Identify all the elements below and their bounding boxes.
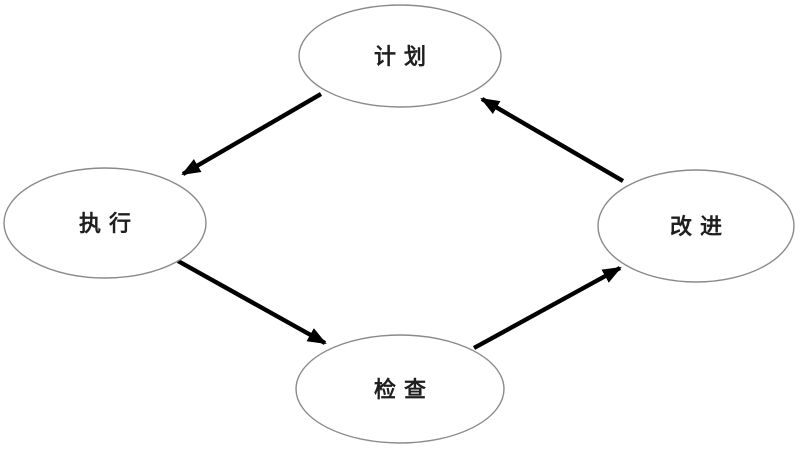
edge-check-to-act: [472, 266, 622, 350]
node-act-shape: [597, 169, 795, 283]
node-plan-label: 计划: [374, 44, 434, 69]
arrow-plan-to-do: [181, 92, 323, 176]
edge-do-to-check: [176, 259, 327, 345]
node-do: 执行: [3, 167, 207, 279]
node-check-label: 检查: [374, 377, 434, 402]
node-act: 改进: [597, 169, 795, 283]
arrow-check-to-act: [472, 266, 622, 350]
node-act-label: 改进: [670, 214, 730, 239]
node-plan: 计划: [298, 4, 502, 108]
node-check: 检查: [295, 334, 505, 444]
arrow-do-to-check: [176, 259, 327, 345]
node-do-label: 执行: [79, 211, 139, 236]
node-plan-shape: [298, 4, 502, 108]
arrow-act-to-plan: [480, 97, 625, 183]
edge-plan-to-do: [181, 92, 323, 176]
edge-act-to-plan: [480, 97, 625, 183]
node-do-shape: [3, 167, 207, 279]
node-check-shape: [295, 334, 505, 444]
